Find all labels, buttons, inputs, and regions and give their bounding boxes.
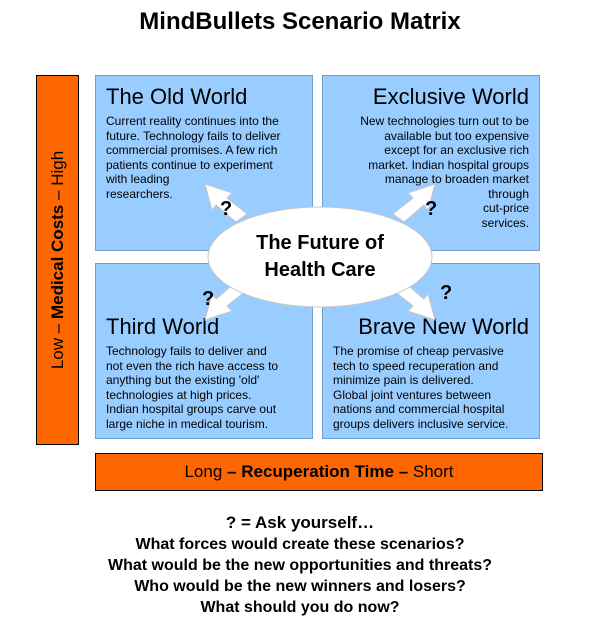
question-mark-bottom-right: ?: [440, 282, 453, 304]
description-line: except for an exclusive rich: [384, 143, 529, 157]
description-line: not even the rich have access to: [106, 358, 279, 373]
center-label-line-1: The Future of: [256, 232, 384, 254]
quadrant-title: Brave New World: [358, 314, 529, 339]
x-axis-title: Recuperation Time: [241, 462, 394, 481]
description-line: available but too expensive: [384, 128, 529, 143]
footer-question: What should you do now?: [200, 599, 400, 616]
quadrant-title: Exclusive World: [372, 84, 529, 109]
description-line: nations and commercial hospital: [333, 402, 505, 416]
quadrant-description: Technology fails to deliver and not even…: [106, 344, 302, 431]
question-mark-top-left: ?: [220, 198, 233, 220]
description-line: manage to broaden market: [384, 172, 529, 186]
description-line: Current reality continues into the: [106, 114, 279, 128]
description-line: market. Indian hospital groups: [368, 157, 529, 172]
description-line: patients continue to experiment: [106, 157, 273, 172]
quadrant-exclusive-world: Exclusive World New technologies turn ou…: [322, 75, 540, 251]
description-line: Indian hospital groups carve out: [106, 402, 277, 416]
description-line: services.: [481, 215, 529, 230]
description-line: anything but the existing 'old': [106, 373, 260, 387]
y-axis-bar: Low – Medical Costs – High: [36, 75, 79, 445]
description-line: researchers.: [106, 186, 173, 201]
quadrant-title: Third World: [106, 314, 220, 339]
description-line: commercial promises. A few rich: [106, 143, 278, 157]
description-line: minimize pain is delivered.: [333, 373, 474, 387]
diagram-title: MindBullets Scenario Matrix: [139, 8, 461, 35]
question-mark-top-right: ?: [425, 198, 438, 220]
footer-question: What forces would create these scenarios…: [135, 536, 465, 553]
x-axis-low: Long: [184, 462, 223, 481]
description-line: technologies at high prices.: [106, 387, 252, 402]
footer-question: What would be the new opportunities and …: [108, 557, 492, 574]
center-label: The Future of Health Care: [225, 230, 415, 284]
arrow-up-right-icon: [392, 183, 436, 223]
description-line: The promise of cheap pervasive: [333, 344, 504, 358]
x-axis-dash-2: –: [398, 462, 409, 481]
x-axis-bar: Long – Recuperation Time – Short: [95, 453, 543, 491]
arrow-up-left-icon: [204, 183, 248, 223]
x-axis-high: Short: [412, 462, 454, 481]
x-axis-dash-1: –: [227, 462, 237, 481]
quadrant-description: New technologies turn out to be availabl…: [333, 114, 529, 230]
question-mark-bottom-left: ?: [202, 288, 215, 310]
quadrant-description: The promise of cheap pervasive tech to s…: [333, 344, 529, 431]
footer-lead: ? = Ask yourself…: [225, 513, 375, 532]
description-line: cut-price: [482, 201, 529, 215]
description-line: Global joint ventures between: [333, 387, 492, 402]
quadrant-brave-new-world: Brave New World The promise of cheap per…: [322, 263, 540, 439]
description-line: New technologies turn out to be: [360, 114, 529, 128]
description-line: through: [488, 186, 529, 201]
description-line: large niche in medical tourism.: [106, 416, 269, 431]
description-line: with leading: [106, 172, 170, 186]
quadrant-title: The Old World: [106, 84, 248, 109]
center-ellipse: [207, 206, 433, 308]
center-label-line-2: Health Care: [264, 259, 376, 281]
description-line: groups delivers inclusive service.: [333, 416, 509, 431]
footer-questions: ? = Ask yourself… What forces would crea…: [0, 512, 600, 618]
footer-question: Who would be the new winners and losers?: [134, 578, 466, 595]
description-line: Technology fails to deliver and: [106, 344, 267, 358]
description-line: tech to speed recuperation and: [333, 358, 499, 373]
description-line: future. Technology fails to deliver: [106, 128, 281, 143]
quadrant-description: Current reality continues into the futur…: [106, 114, 302, 201]
